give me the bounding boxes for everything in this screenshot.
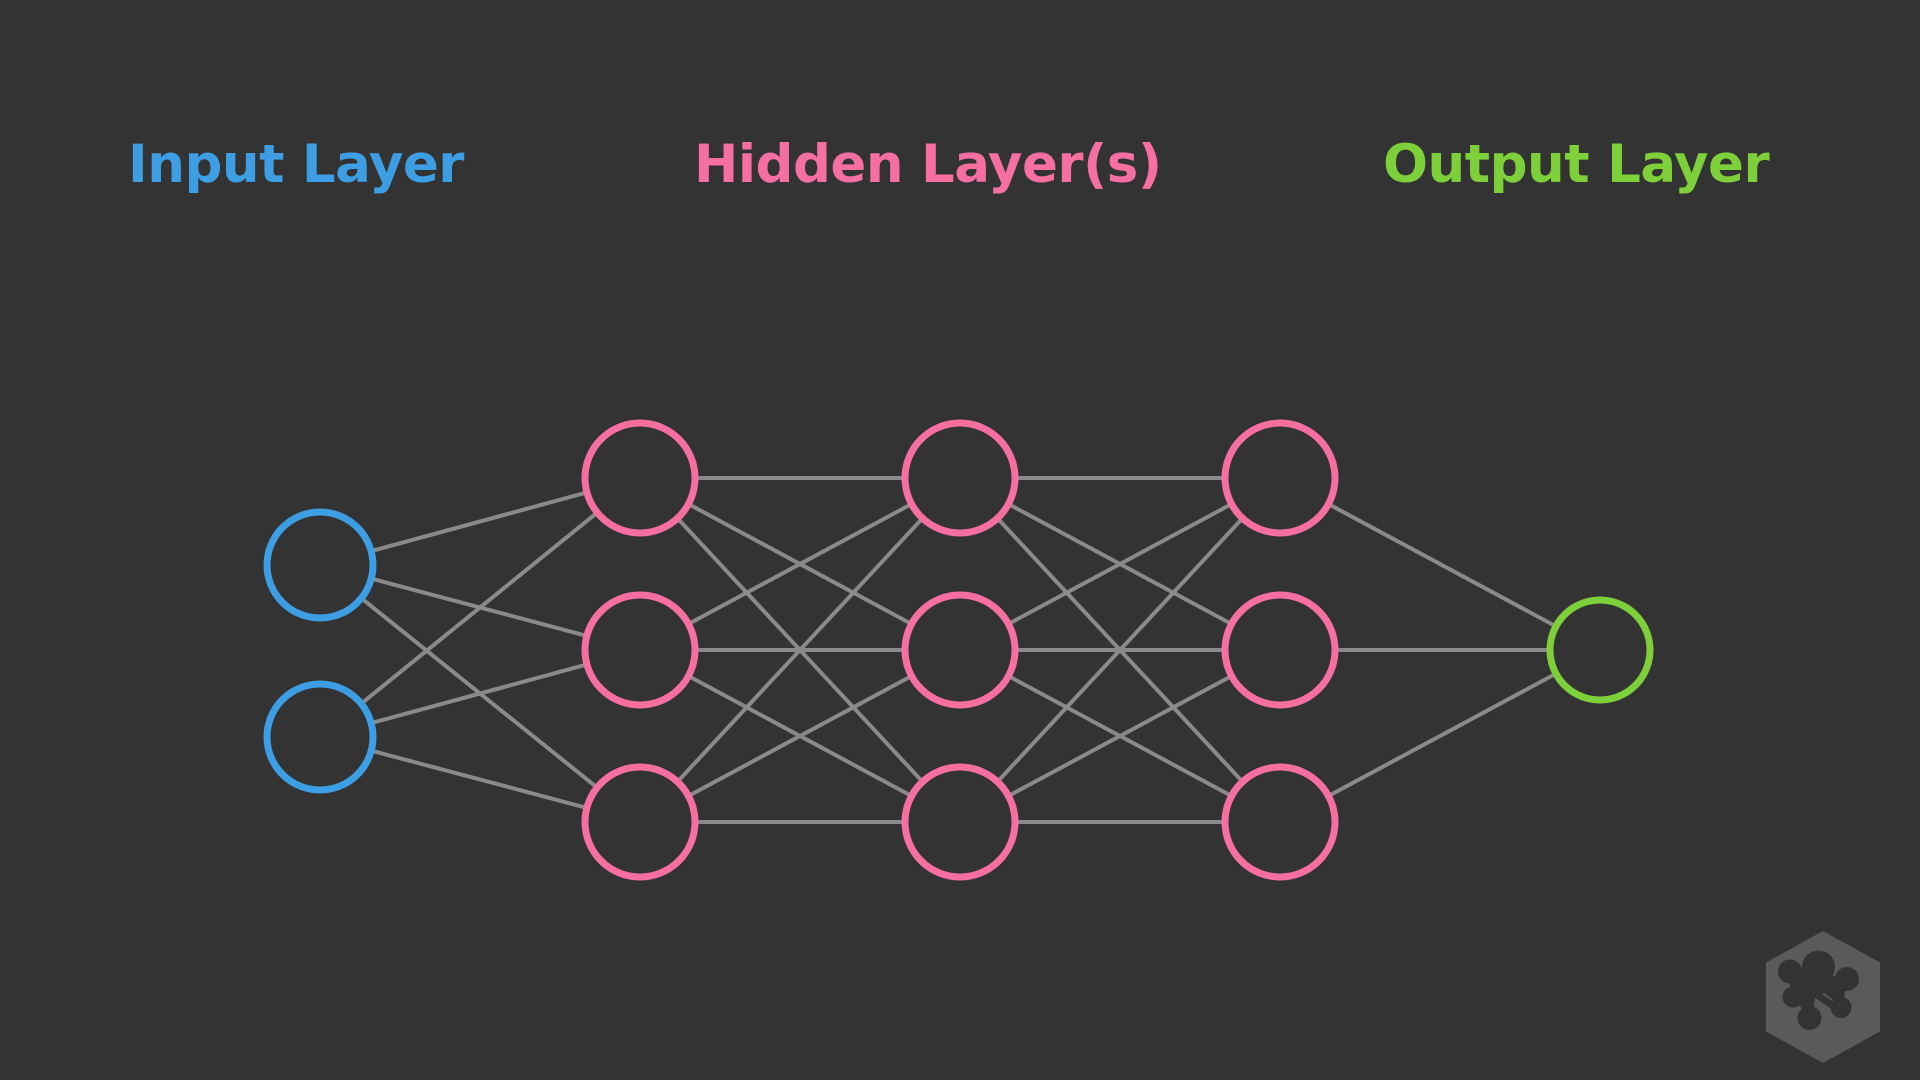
neuron-node-h3a xyxy=(1221,419,1339,537)
connection-edge xyxy=(1006,502,1234,626)
connection-edge xyxy=(1326,671,1558,798)
connection-edge xyxy=(1006,674,1234,798)
neuron-node-h2c xyxy=(901,763,1019,881)
connection-edge xyxy=(369,748,589,810)
nodes-group xyxy=(263,419,1654,881)
connection-edge xyxy=(675,516,925,784)
neuron-node-h2a xyxy=(901,419,1019,537)
hexagon-neuron-logo-watermark xyxy=(1766,931,1880,1063)
connection-edge xyxy=(686,502,914,626)
connection-edge xyxy=(369,490,589,554)
neuron-node-i2 xyxy=(263,680,377,794)
connection-edge xyxy=(1326,502,1558,629)
hidden-layer-label: Hidden Layer(s) xyxy=(694,134,1162,195)
neuron-node-h1a xyxy=(581,419,699,537)
neuron-glyph xyxy=(1778,950,1859,1030)
neuron-node-h1c xyxy=(581,763,699,881)
edges-group xyxy=(359,476,1558,824)
neuron-node-i1 xyxy=(263,508,377,622)
neuron-node-h3c xyxy=(1221,763,1339,881)
connection-edge xyxy=(995,516,1245,784)
neuron-node-h2b xyxy=(901,591,1019,709)
connection-edge xyxy=(686,674,914,798)
neuron-node-h3b xyxy=(1221,591,1339,709)
input-layer-label: Input Layer xyxy=(128,134,464,195)
neuron-node-h1b xyxy=(581,591,699,709)
output-layer-label: Output Layer xyxy=(1383,134,1770,195)
neuron-node-o1 xyxy=(1546,596,1654,704)
connection-edge xyxy=(359,510,600,706)
connection-edge xyxy=(369,662,589,726)
